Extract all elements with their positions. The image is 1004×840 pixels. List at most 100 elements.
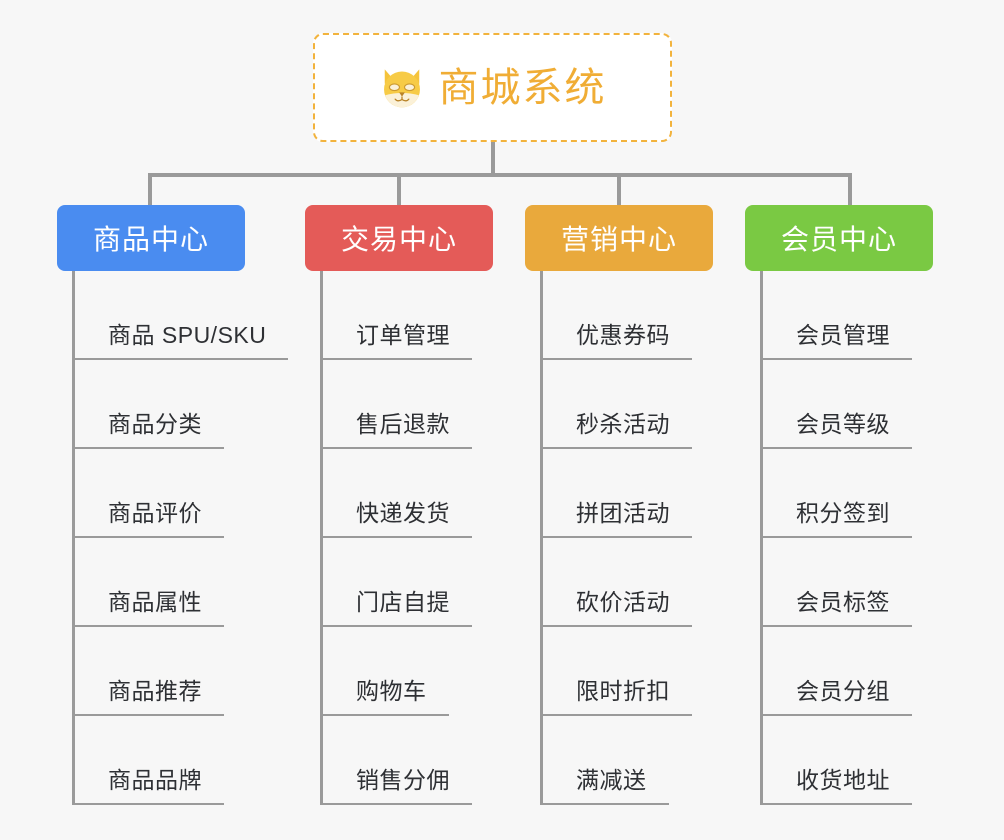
leaf-label: 会员标签 [796, 589, 890, 615]
list-item[interactable]: 快递发货 [320, 449, 472, 538]
leaf-label: 商品 SPU/SKU [108, 322, 267, 348]
leaf-label: 拼团活动 [576, 500, 670, 526]
connector-horizontal-bus [148, 173, 852, 177]
leaf-underline: 秒杀活动 [543, 405, 692, 449]
leaf-underline: 商品属性 [75, 583, 224, 627]
list-item[interactable]: 门店自提 [320, 538, 472, 627]
branch-header-label: 商品中心 [92, 224, 209, 255]
branch-marketing-center: 营销中心 优惠券码 秒杀活动 拼团活动 砍价活动 限时折扣 满减送 [525, 205, 713, 805]
branch-header-label: 营销中心 [560, 224, 677, 255]
leaf-underline: 售后退款 [323, 405, 472, 449]
leaf-underline: 商品分类 [75, 405, 224, 449]
leaf-label: 售后退款 [356, 411, 450, 437]
list-item[interactable]: 会员等级 [760, 360, 912, 449]
branch-header-label: 会员中心 [780, 224, 897, 255]
leaf-underline: 商品品牌 [75, 761, 224, 805]
leaf-underline: 门店自提 [323, 583, 472, 627]
branch-trunk-product-center [72, 271, 75, 805]
leaf-underline: 会员等级 [763, 405, 912, 449]
leaf-label: 商品属性 [108, 589, 202, 615]
list-item[interactable]: 商品分类 [72, 360, 288, 449]
leaf-label: 会员管理 [796, 322, 890, 348]
leaf-label: 订单管理 [356, 322, 450, 348]
leaf-label: 商品评价 [108, 500, 202, 526]
leaf-underline: 会员标签 [763, 583, 912, 627]
root-node[interactable]: 商城系统 [313, 33, 672, 142]
dog-face-icon [383, 68, 420, 107]
list-item[interactable]: 秒杀活动 [540, 360, 692, 449]
list-item[interactable]: 商品品牌 [72, 716, 288, 805]
branch-member-center: 会员中心 会员管理 会员等级 积分签到 会员标签 会员分组 收货地址 [745, 205, 933, 805]
root-title: 商城系统 [438, 65, 607, 110]
list-item[interactable]: 商品推荐 [72, 627, 288, 716]
list-item[interactable]: 积分签到 [760, 449, 912, 538]
connector-branch-stem-3 [848, 173, 852, 205]
connector-root-stem [491, 142, 495, 176]
branch-header-marketing-center[interactable]: 营销中心 [525, 205, 713, 271]
leaf-underline: 商品推荐 [75, 672, 224, 716]
connector-branch-stem-2 [617, 173, 621, 205]
list-item[interactable]: 商品评价 [72, 449, 288, 538]
branch-trade-center: 交易中心 订单管理 售后退款 快递发货 门店自提 购物车 销售分佣 [305, 205, 493, 805]
list-item[interactable]: 订单管理 [320, 271, 472, 360]
leaf-label: 会员分组 [796, 678, 890, 704]
branch-header-label: 交易中心 [340, 224, 457, 255]
list-item[interactable]: 商品属性 [72, 538, 288, 627]
leaf-label: 商品品牌 [108, 767, 202, 793]
leaf-list-product-center: 商品 SPU/SKU 商品分类 商品评价 商品属性 商品推荐 商品品牌 [72, 271, 289, 805]
leaf-label: 砍价活动 [576, 589, 670, 615]
branch-trunk-trade-center [320, 271, 323, 805]
leaf-label: 秒杀活动 [576, 411, 670, 437]
list-item[interactable]: 优惠券码 [540, 271, 692, 360]
leaf-list-member-center: 会员管理 会员等级 积分签到 会员标签 会员分组 收货地址 [760, 271, 912, 805]
leaf-underline: 限时折扣 [543, 672, 692, 716]
leaf-label: 门店自提 [356, 589, 450, 615]
leaf-label: 优惠券码 [576, 322, 670, 348]
connector-branch-stem-0 [148, 173, 152, 205]
branch-trunk-member-center [760, 271, 763, 805]
leaf-label: 满减送 [576, 767, 647, 793]
leaf-label: 限时折扣 [576, 678, 670, 704]
list-item[interactable]: 砍价活动 [540, 538, 692, 627]
leaf-underline: 销售分佣 [323, 761, 472, 805]
list-item[interactable]: 会员管理 [760, 271, 912, 360]
leaf-label: 购物车 [356, 678, 427, 704]
leaf-label: 积分签到 [796, 500, 890, 526]
branch-header-member-center[interactable]: 会员中心 [745, 205, 933, 271]
list-item[interactable]: 拼团活动 [540, 449, 692, 538]
list-item[interactable]: 限时折扣 [540, 627, 692, 716]
list-item[interactable]: 售后退款 [320, 360, 472, 449]
leaf-underline: 会员管理 [763, 316, 912, 360]
leaf-label: 会员等级 [796, 411, 890, 437]
leaf-label: 收货地址 [796, 767, 890, 793]
leaf-label: 快递发货 [356, 500, 450, 526]
leaf-underline: 优惠券码 [543, 316, 692, 360]
leaf-list-marketing-center: 优惠券码 秒杀活动 拼团活动 砍价活动 限时折扣 满减送 [540, 271, 692, 805]
leaf-underline: 砍价活动 [543, 583, 692, 627]
leaf-underline: 满减送 [543, 761, 669, 805]
leaf-underline: 商品评价 [75, 494, 224, 538]
branch-header-product-center[interactable]: 商品中心 [57, 205, 245, 271]
leaf-underline: 收货地址 [763, 761, 912, 805]
list-item[interactable]: 满减送 [540, 716, 692, 805]
leaf-label: 商品分类 [108, 411, 202, 437]
leaf-underline: 拼团活动 [543, 494, 692, 538]
list-item[interactable]: 收货地址 [760, 716, 912, 805]
leaf-underline: 积分签到 [763, 494, 912, 538]
leaf-label: 商品推荐 [108, 678, 202, 704]
branch-header-trade-center[interactable]: 交易中心 [305, 205, 493, 271]
branch-trunk-marketing-center [540, 271, 543, 805]
list-item[interactable]: 会员标签 [760, 538, 912, 627]
list-item[interactable]: 购物车 [320, 627, 472, 716]
leaf-underline: 会员分组 [763, 672, 912, 716]
leaf-label: 销售分佣 [356, 767, 450, 793]
leaf-underline: 快递发货 [323, 494, 472, 538]
leaf-list-trade-center: 订单管理 售后退款 快递发货 门店自提 购物车 销售分佣 [320, 271, 472, 805]
list-item[interactable]: 商品 SPU/SKU [72, 271, 289, 360]
list-item[interactable]: 会员分组 [760, 627, 912, 716]
list-item[interactable]: 销售分佣 [320, 716, 472, 805]
connector-branch-stem-1 [397, 173, 401, 205]
branch-product-center: 商品中心 商品 SPU/SKU 商品分类 商品评价 商品属性 商品推荐 商品品牌 [57, 205, 289, 805]
leaf-underline: 订单管理 [323, 316, 472, 360]
